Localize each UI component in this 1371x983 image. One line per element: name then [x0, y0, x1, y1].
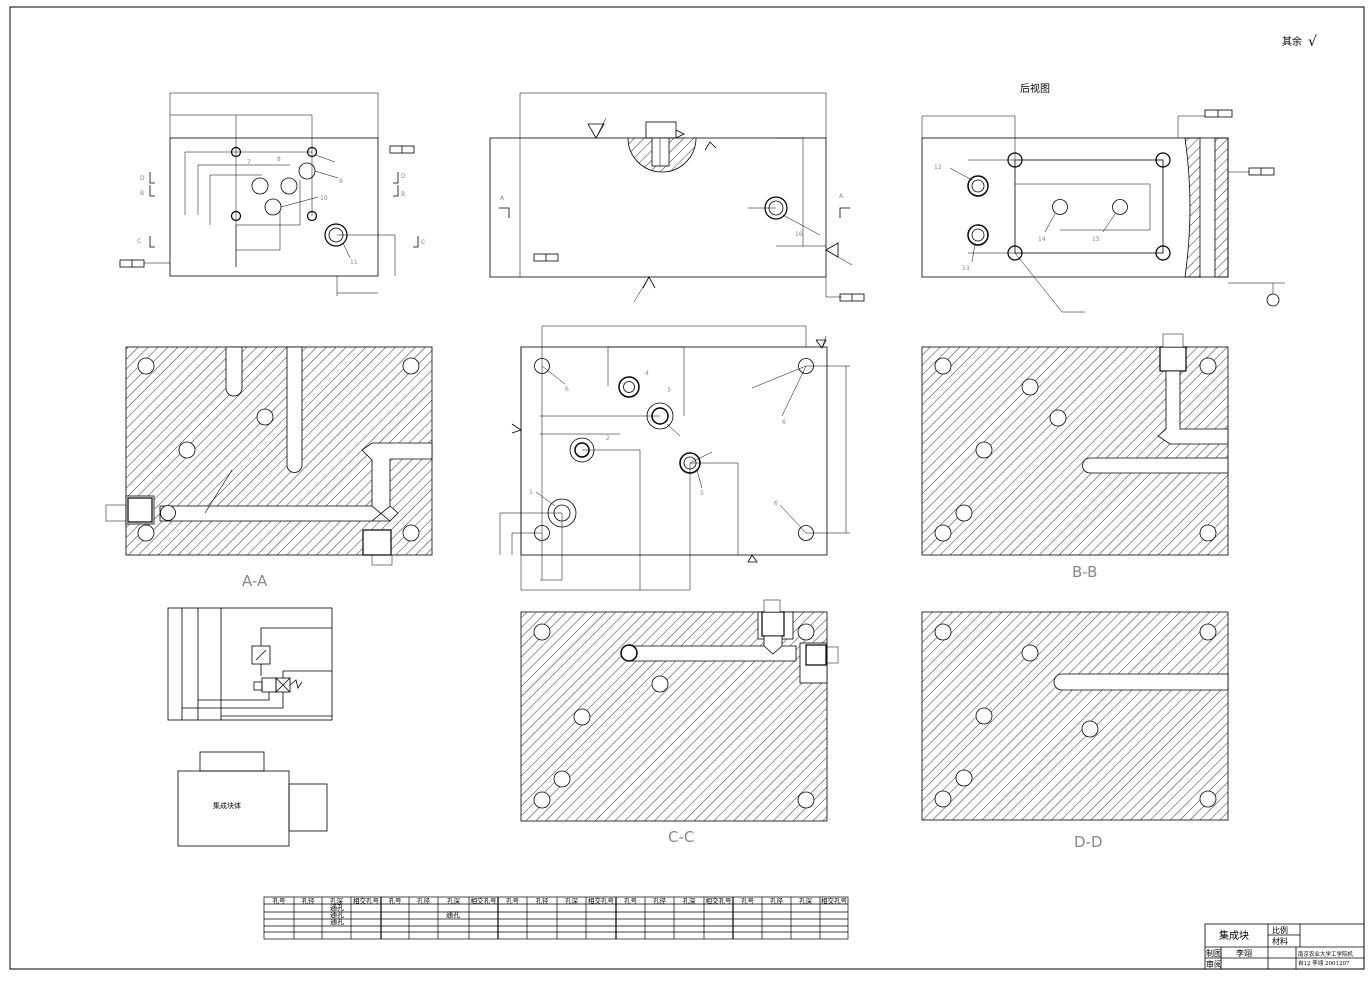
hole-table	[263, 896, 849, 940]
class-line: 自12 李翊 2001207	[1298, 959, 1350, 967]
table-header-cell: 相交孔号	[471, 896, 498, 905]
surface-note: 其余	[1282, 35, 1302, 48]
table-header-cell: 孔深	[447, 896, 461, 905]
table-header-cell: 孔号	[273, 897, 287, 905]
plan-view	[499, 325, 850, 591]
hole-6c-label: 6	[774, 500, 778, 507]
hole-14-label: 14	[1038, 236, 1046, 243]
section-bb	[921, 333, 1229, 556]
hole-9-label: 9	[339, 178, 343, 185]
hole-15-label: 15	[1092, 236, 1100, 243]
rear-view-labels: 12 13 14 15	[934, 164, 1100, 272]
section-dd-label: D-D	[1074, 833, 1103, 851]
hole-8-label: 8	[277, 156, 281, 163]
side-view	[489, 92, 865, 303]
table-header-cell: 相交孔号	[706, 896, 733, 905]
cut-label-a-right: A	[839, 193, 844, 200]
table-header-cell: 孔号	[741, 897, 755, 905]
rear-view	[921, 109, 1285, 313]
block-diagram	[177, 751, 328, 847]
hole-12-label: 12	[934, 164, 942, 171]
cut-label-a-left: A	[500, 195, 505, 202]
cut-label-d-left: D	[140, 175, 145, 182]
section-aa-label: A-A	[242, 572, 268, 590]
side-view-labels: A A 16	[500, 193, 844, 238]
hole-16-label: 16	[795, 231, 803, 238]
cut-label-c-left: C	[137, 238, 141, 245]
hole-6a-label: 6	[565, 386, 569, 393]
block-body-label: 集成块体	[213, 801, 241, 810]
table-header-cell: 孔径	[770, 896, 784, 905]
hole-13-label: 13	[962, 265, 970, 272]
hole-3-label: 3	[667, 387, 671, 394]
drawn-label: 制图	[1206, 948, 1222, 958]
table-header-cell: 孔径	[536, 896, 550, 905]
designer-name: 李翊	[1236, 948, 1252, 958]
cut-label-b-right: B	[401, 191, 405, 198]
front-view	[119, 92, 419, 296]
table-header-cell: 相交孔号	[821, 896, 848, 905]
through-cell-4: 通孔	[446, 910, 460, 919]
hole-4-label: 4	[645, 370, 649, 377]
part-name: 集成块	[1219, 929, 1249, 942]
table-header-cell: 孔径	[302, 896, 316, 905]
hole-table-headers: 孔号孔径孔深相交孔号孔号孔径孔深相交孔号孔号孔径孔深相交孔号孔号孔径孔深相交孔号…	[273, 896, 848, 905]
table-header-cell: 孔径	[417, 896, 431, 905]
hole-5-label: 5	[700, 490, 704, 497]
through-cell-2: 通孔	[330, 910, 344, 919]
hole-2-label: 2	[606, 435, 610, 442]
section-bb-label: B-B	[1072, 563, 1097, 581]
hole-6b-label: 6	[782, 419, 786, 426]
plan-view-labels: 1 2 3 4 5 6 6 6	[529, 370, 786, 507]
cut-label-c-right: C	[421, 239, 425, 246]
scale-label: 比例	[1272, 925, 1288, 935]
section-cc	[520, 599, 839, 822]
rear-view-title: 后视图	[1020, 82, 1050, 95]
table-header-cell: 孔深	[683, 896, 697, 905]
school-name: 南京农业大学工学院机	[1298, 950, 1354, 958]
through-cell-1: 通孔	[330, 903, 344, 912]
cut-label-b-left: B	[140, 190, 144, 197]
table-header-cell: 相交孔号	[353, 896, 380, 905]
sheet-border	[9, 6, 1365, 970]
table-header-cell: 孔深	[565, 896, 579, 905]
hole-7-label: 7	[247, 159, 251, 166]
title-block	[1204, 923, 1365, 970]
through-cell-3: 通孔	[330, 917, 344, 926]
material-label: 材料	[1272, 936, 1288, 946]
hole-10-label: 10	[320, 195, 328, 202]
cut-label-d-right: D	[401, 173, 406, 180]
table-header-cell: 孔号	[389, 897, 403, 905]
hydraulic-schematic	[167, 607, 333, 721]
hole-11-label: 11	[350, 259, 358, 266]
table-header-cell: 孔径	[653, 896, 667, 905]
section-aa	[105, 346, 433, 566]
table-header-cell: 相交孔号	[588, 896, 615, 905]
checked-label: 审阅	[1206, 959, 1222, 969]
section-cc-label: C-C	[668, 828, 694, 846]
roughness-symbol: √	[1308, 34, 1317, 50]
table-header-cell: 孔深	[330, 896, 344, 905]
table-header-cell: 孔深	[799, 896, 813, 905]
table-header-cell: 孔号	[624, 897, 638, 905]
section-dd	[921, 611, 1229, 821]
table-header-cell: 孔号	[506, 897, 520, 905]
hole-1-label: 1	[529, 489, 533, 496]
front-view-labels: D B C D B C 7 8 9 10 11	[137, 156, 425, 266]
